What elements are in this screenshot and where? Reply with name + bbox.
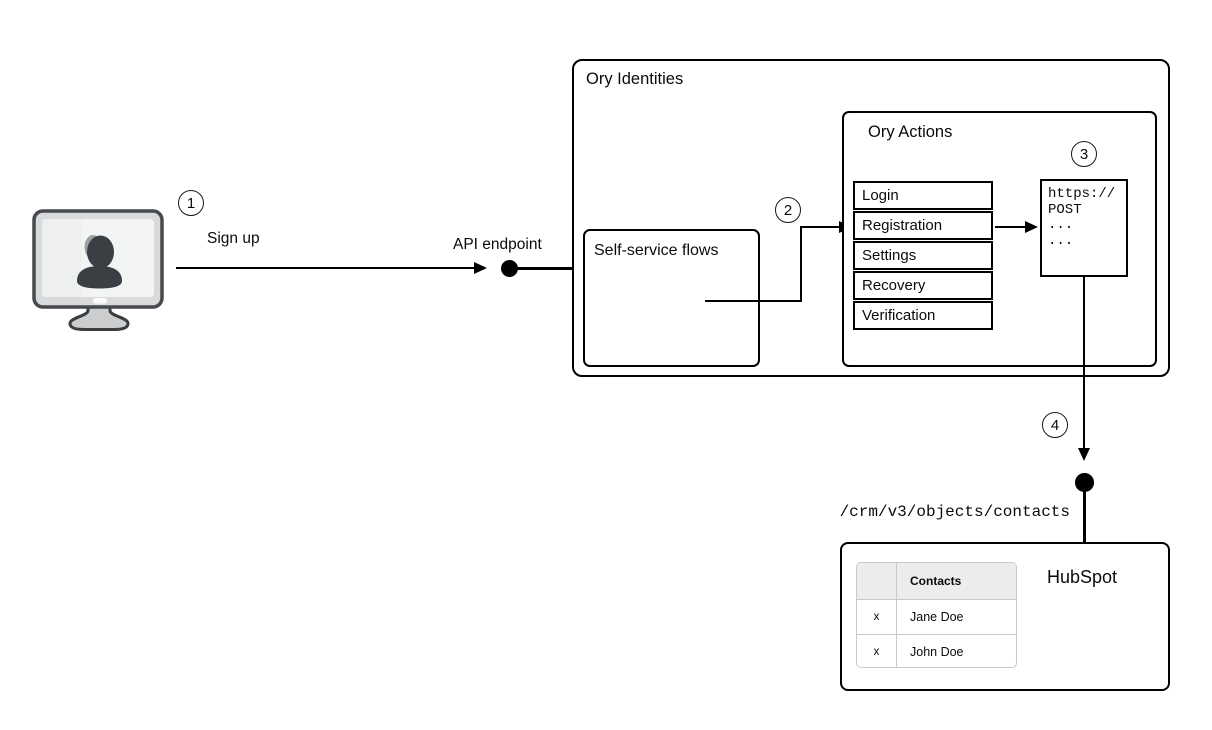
code-line: POST (1048, 201, 1082, 218)
flow-list: Login Registration Settings Recovery Ver… (853, 181, 993, 331)
ory-identities-title: Ory Identities (586, 70, 684, 88)
contacts-table-header-row: Contacts (857, 563, 1016, 599)
ory-actions-title: Ory Actions (868, 123, 953, 141)
hubspot-arrowhead-icon (1077, 448, 1090, 461)
contacts-table: Contacts x Jane Doe x John Doe (856, 562, 1017, 668)
monitor-screen-highlight (42, 219, 82, 297)
flow-connector-line (705, 300, 801, 303)
hubspot-arrow-line (1083, 277, 1086, 449)
code-line: https:// (1048, 186, 1116, 202)
contact-name: John Doe (910, 645, 964, 659)
step-number: 4 (1050, 416, 1060, 434)
step-badge-3: 3 (1071, 141, 1097, 167)
flow-row-registration: Registration (853, 211, 993, 240)
code-line: ... (1048, 232, 1074, 249)
flow-connector-line (800, 226, 840, 229)
monitor-button (93, 298, 107, 304)
flow-row-recovery: Recovery (853, 271, 993, 300)
step-number: 1 (186, 194, 196, 212)
flow-connector-line (799, 226, 802, 302)
signup-arrow-line (176, 267, 476, 270)
endpoint-connector-line (516, 267, 573, 271)
self-service-flows-title: Self-service flows (594, 242, 719, 259)
contacts-table-header-label: Contacts (910, 574, 962, 588)
webhook-code-box: https:// POST ... ... (1040, 179, 1128, 277)
contacts-table-row: x Jane Doe (857, 599, 1016, 634)
webhook-arrow-line (995, 226, 1027, 229)
step-number: 2 (783, 201, 793, 219)
contacts-table-header-mark-cell (857, 563, 897, 599)
webhook-arrowhead-icon (1025, 221, 1038, 233)
api-endpoint-dot-icon (501, 260, 518, 277)
self-service-flows-box (583, 229, 760, 367)
contacts-table-row: x John Doe (857, 634, 1016, 667)
flow-row-settings: Settings (853, 241, 993, 270)
flow-row-verification: Verification (853, 301, 993, 330)
monitor-stand (68, 301, 130, 331)
flow-row-login: Login (853, 181, 993, 210)
step-badge-2: 2 (775, 197, 801, 223)
hubspot-endpoint-dot-icon (1075, 473, 1094, 492)
crm-endpoint-path: /crm/v3/objects/contacts (839, 503, 1070, 521)
contact-mark: x (857, 635, 897, 667)
contact-mark: x (857, 600, 897, 634)
signup-arrowhead-icon (474, 262, 487, 274)
user-avatar-icon (77, 235, 122, 289)
api-endpoint-label: API endpoint (453, 236, 542, 253)
client-monitor-icon (32, 209, 164, 331)
hubspot-title: HubSpot (1047, 567, 1118, 587)
step-number: 3 (1079, 145, 1089, 163)
hubspot-connector-line (1082, 490, 1086, 543)
sign-up-label: Sign up (207, 230, 260, 247)
step-badge-1: 1 (178, 190, 204, 216)
step-badge-4: 4 (1042, 412, 1068, 438)
code-line: ... (1048, 217, 1074, 233)
contact-name: Jane Doe (910, 610, 964, 624)
